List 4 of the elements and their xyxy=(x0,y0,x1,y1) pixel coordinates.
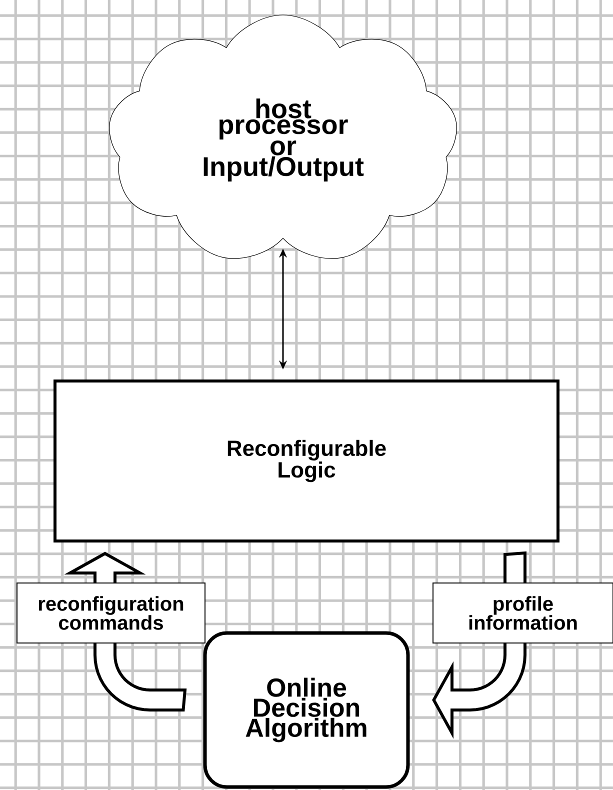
edge-label: profile information xyxy=(432,582,613,644)
edge-label: reconfiguration commands xyxy=(16,582,206,644)
logic-box: Reconfigurable Logic xyxy=(54,380,560,542)
algorithm-box: Online Decision Algorithm xyxy=(203,631,410,789)
